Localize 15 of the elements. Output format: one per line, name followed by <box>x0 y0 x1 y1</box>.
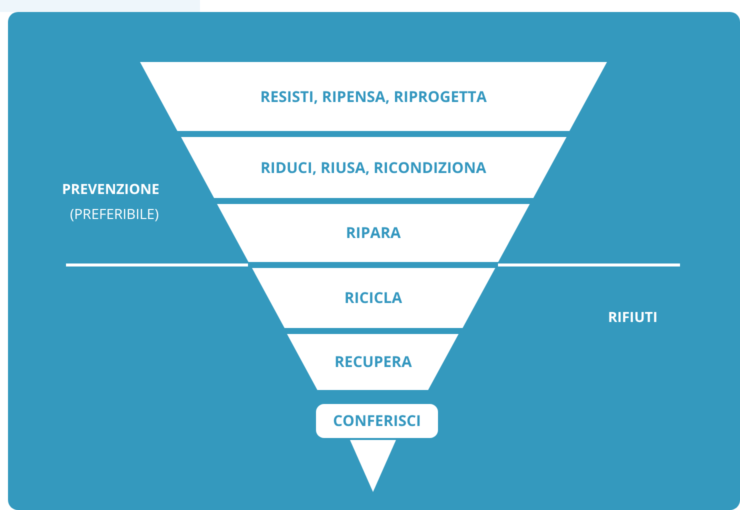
band-label: CONFERISCI <box>332 411 422 431</box>
band-label: RECUPERA <box>334 352 413 372</box>
pyramid-band <box>287 334 459 390</box>
pyramid-band <box>180 137 566 198</box>
pyramid-band <box>252 268 495 328</box>
pyramid-band <box>216 204 530 262</box>
band-label: RIDUCI, RIUSA, RICONDIZIONA <box>260 158 488 178</box>
pyramid-tip-label <box>316 404 438 438</box>
side-label: RIFIUTI <box>608 308 658 327</box>
pyramid-band <box>140 62 607 131</box>
side-label: PREVENZIONE <box>62 180 160 199</box>
band-label: RIPARA <box>344 223 402 243</box>
band-label: RICICLA <box>343 288 404 308</box>
band-label: RESISTI, RIPENSA, RIPROGETTA <box>259 86 488 106</box>
side-label: (PREFERIBILE) <box>70 205 159 224</box>
